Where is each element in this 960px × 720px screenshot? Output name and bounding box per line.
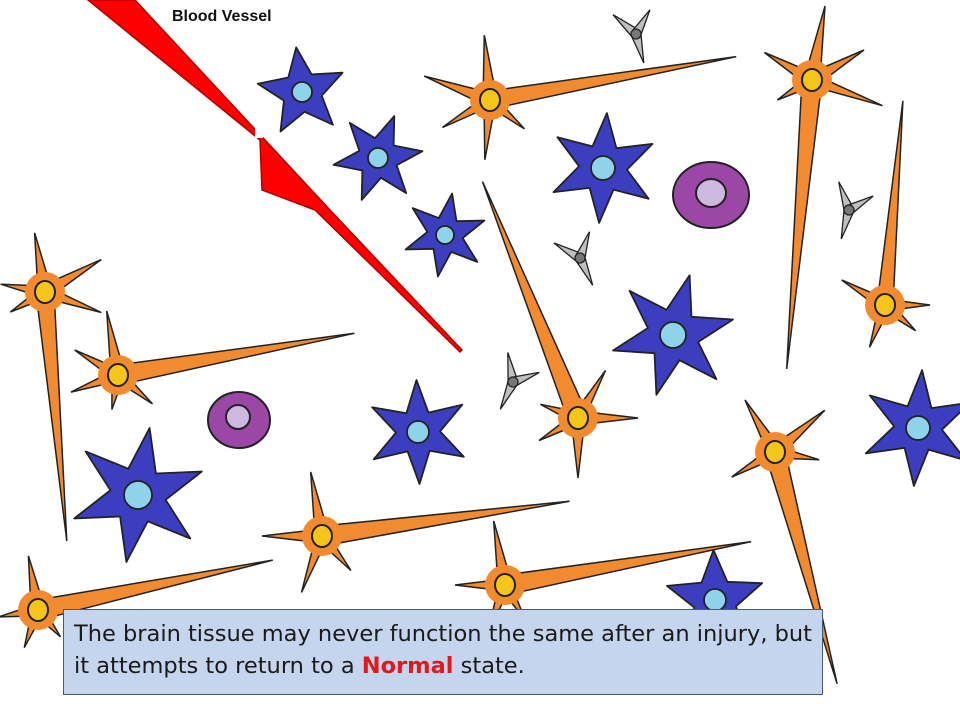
blood-vessel-gap — [255, 124, 263, 138]
astrocyte — [404, 192, 486, 278]
caption-box: The brain tissue may never function the … — [63, 609, 823, 695]
caption-text: The brain tissue may never function the … — [74, 621, 812, 679]
neuron — [423, 35, 737, 160]
immune-cell — [207, 391, 271, 449]
neuron — [0, 232, 102, 542]
astrocyte — [256, 46, 344, 133]
astrocyte — [371, 379, 465, 485]
astrocyte — [73, 427, 203, 563]
blood-vessel-label: Blood Vessel — [172, 8, 272, 25]
microglia — [499, 352, 540, 410]
microglia — [838, 181, 874, 240]
astrocyte — [864, 369, 960, 487]
caption-highlight: Normal — [361, 653, 454, 679]
astrocyte — [552, 112, 654, 224]
blood-vessel — [86, 0, 464, 354]
microglia — [612, 9, 651, 64]
immune-cell — [672, 161, 750, 229]
astrocyte — [612, 274, 734, 396]
neuron — [454, 520, 752, 633]
caption-text-end: state. — [453, 653, 525, 679]
microglia — [553, 231, 594, 286]
neuron — [481, 181, 639, 479]
neuron — [261, 471, 570, 593]
neuron — [0, 555, 273, 648]
neuron — [70, 310, 355, 410]
neuron — [841, 100, 931, 348]
astrocyte — [332, 115, 424, 201]
neuron — [763, 5, 883, 369]
